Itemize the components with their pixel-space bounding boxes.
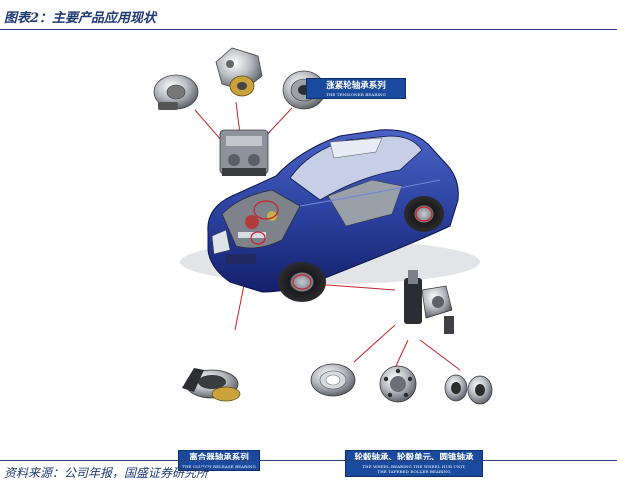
figure-illustration [153,47,493,405]
bottom-rule [0,460,617,461]
tensioner-bearing-1 [153,74,199,110]
hub-bearing-label: 轮毂轴承、轮毂单元、圆锥轴承 THE WHEEL BEARING THE WHE… [345,450,483,477]
wheel-hub-assembly [404,270,454,334]
wheel-bearing [444,374,493,405]
tensioner-label-sub: THE TENSIONER BEARING [326,92,386,97]
rear-wheel [404,196,444,232]
clutch-release-bearing [182,368,241,402]
tensioner-bearing-label: 涨紧轮轴承系列 THE TENSIONER BEARING [306,78,406,99]
clutch-label-main: 离合器轴承系列 [189,453,249,463]
clutch-label-sub: THE CLUTCH RELEASE BEARING [182,464,256,469]
hub-label-sub-1: THE WHEEL BEARING THE WHEEL HUB UNIT, [362,464,466,469]
hub-label-main: 轮毂轴承、轮毂单元、圆锥轴承 [354,453,474,463]
figure-title: 图表2：主要产品应用现状 [4,11,157,26]
car-cutaway-illustration [180,129,480,302]
wheel-hub-unit [379,365,417,403]
top-rule [0,29,617,30]
front-wheel [278,262,326,302]
tensioner-label-main: 涨紧轮轴承系列 [326,81,386,91]
tensioner-bearing-2 [215,47,263,97]
hub-label-sub-2: THE TAPERED ROLLER BEARING [377,469,451,474]
tapered-roller-bearing [310,363,356,397]
figure-source: 资料来源：公司年报，国盛证券研究所 [4,466,209,480]
product-application-figure: 涨紧轮轴承系列 THE TENSIONER BEARING 离合器轴承系列 TH… [0,30,617,477]
engine-module [219,129,269,176]
